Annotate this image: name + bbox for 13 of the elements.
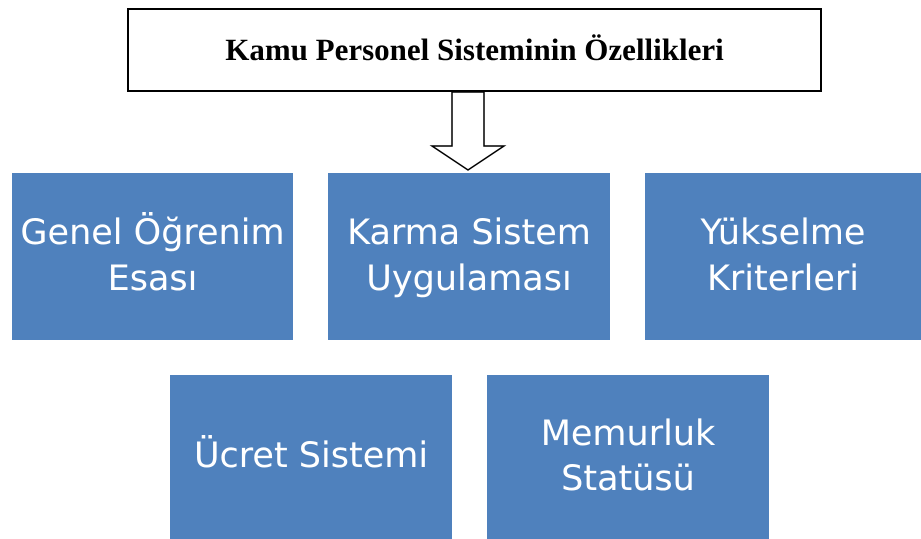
title-text: Kamu Personel Sisteminin Özellikleri (225, 32, 724, 68)
feature-box (12, 173, 293, 340)
box-label: Memurluk Statüsü (540, 412, 716, 501)
box-label: Karma Sistem Uygulaması (346, 212, 592, 300)
feature-box (487, 375, 769, 539)
box-label: Yükselme Kriterleri (700, 212, 866, 300)
box-label: Ücret Sistemi (194, 434, 428, 478)
feature-box (645, 173, 921, 340)
feature-box (328, 173, 610, 340)
feature-box (170, 375, 452, 539)
box-label: Genel Öğrenim Esası (19, 211, 286, 300)
block-arrow (430, 91, 506, 171)
title-box (127, 8, 822, 92)
